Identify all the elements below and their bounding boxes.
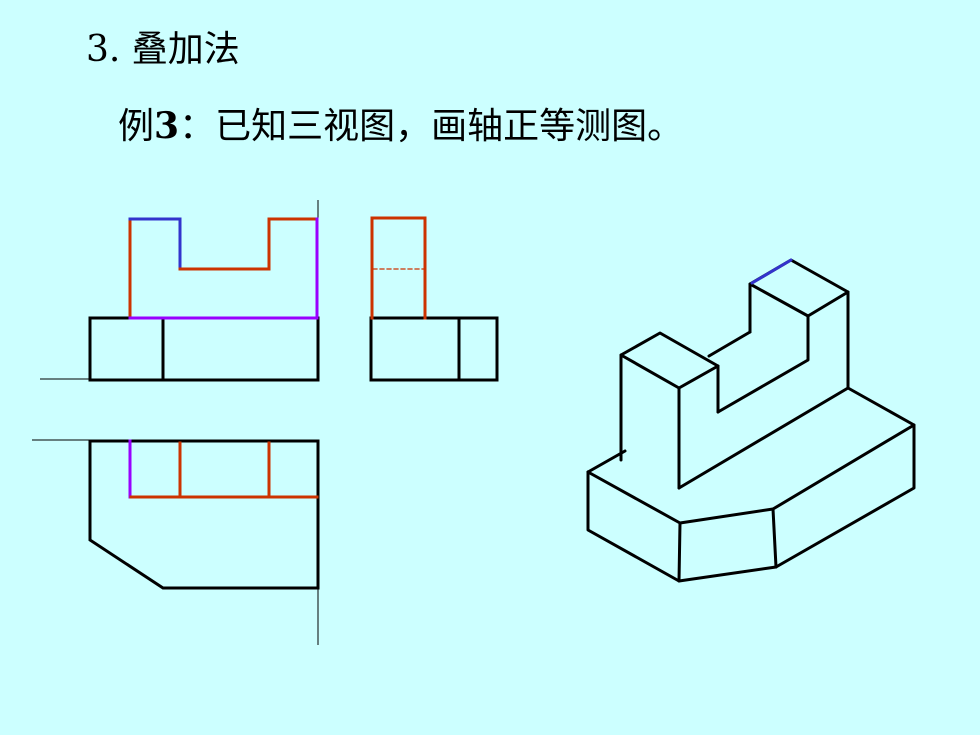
iso-base-front-edge-left: [677, 521, 682, 583]
top-view: [88, 439, 320, 590]
iso-left-block-top: [619, 331, 720, 390]
front-view-base-outline: [88, 316, 320, 382]
example-text: ：已知三视图，画轴正等测图。: [179, 106, 684, 147]
isometric-view: [586, 258, 916, 583]
top-view-outline: [88, 439, 320, 590]
iso-right-block-top: [748, 258, 850, 318]
front-view: [88, 217, 320, 382]
side-view-base-outline: [369, 316, 499, 382]
section-heading: 3. 叠加法: [86, 29, 240, 70]
side-view-upper-block-orange: [370, 216, 427, 320]
iso-slot-back-edge: [707, 330, 752, 358]
iso-base-front-edge-right: [771, 507, 778, 569]
iso-base-bottom-outline: [586, 423, 916, 583]
iso-base-top-outline: [586, 386, 916, 525]
side-view: [369, 216, 499, 382]
projection-reference-lines: [32, 200, 319, 645]
example-prefix: 例: [118, 106, 155, 147]
iso-main-front-lower: [677, 386, 850, 490]
iso-right-block-top-edge-blue: [750, 258, 793, 285]
iso-base-top-left-edge: [586, 449, 627, 474]
iso-slot-floor: [716, 314, 810, 414]
example-statement: 例3：已知三视图，画轴正等测图。: [118, 104, 683, 149]
example-number: 3: [154, 105, 180, 147]
front-view-slot-orange: [178, 217, 319, 271]
